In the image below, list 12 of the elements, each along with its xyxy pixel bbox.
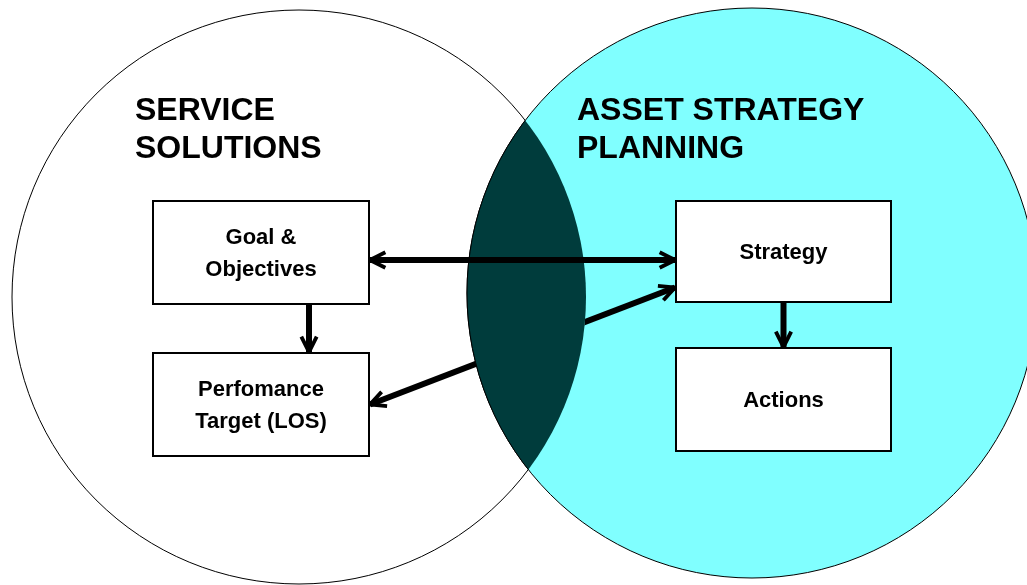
box-label: Actions (743, 385, 824, 414)
process-box (152, 200, 370, 305)
process-box (675, 200, 892, 303)
box-label: Goal & Objectives (204, 222, 318, 283)
arrow (773, 303, 794, 349)
process-box (152, 352, 370, 457)
region-heading: ASSET STRATEGY PLANNING (577, 90, 865, 166)
region-heading: SERVICE SOLUTIONS (135, 90, 323, 166)
box-label: Strategy (739, 237, 828, 266)
process-box (675, 347, 892, 452)
arrow (299, 305, 319, 354)
box-label: Perfomance Target (LOS) (194, 374, 328, 435)
